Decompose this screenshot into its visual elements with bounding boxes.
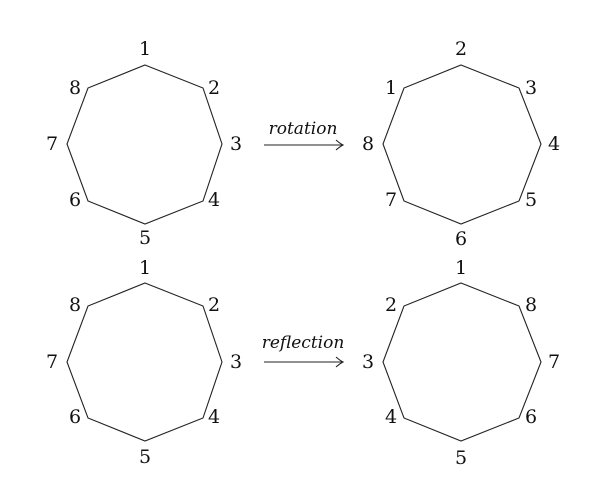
vertex-label: 5 [455, 447, 467, 469]
vertex-label: 6 [525, 406, 537, 428]
arrow [264, 356, 345, 368]
vertex-label: 8 [69, 294, 81, 316]
vertex-label: 5 [525, 189, 537, 211]
reflection-row: 1 2 3 4 5 6 7 8 reflection 1 8 7 6 5 4 3… [46, 257, 560, 469]
vertex-label: 1 [385, 77, 397, 99]
octagon-before-rotation [66, 64, 223, 225]
vertex-label: 8 [362, 133, 374, 155]
vertex-label: 2 [208, 294, 220, 316]
vertex-label: 7 [46, 351, 58, 373]
vertex-label: 3 [525, 77, 537, 99]
operation-label: reflection [262, 333, 345, 353]
rotation-row: 1 2 3 4 5 6 7 8 rotation 2 3 4 5 6 7 8 1 [46, 38, 560, 250]
vertex-label: 1 [139, 38, 151, 60]
vertex-label: 5 [139, 227, 151, 249]
vertex-label: 2 [208, 77, 220, 99]
vertex-label: 1 [455, 257, 467, 279]
octagon-before-reflection [66, 282, 223, 442]
vertex-label: 6 [455, 228, 467, 250]
octagon-after-reflection [382, 282, 542, 442]
vertex-label: 4 [208, 189, 220, 211]
vertex-label: 4 [385, 406, 397, 428]
vertex-label: 5 [139, 446, 151, 468]
operation-label: rotation [269, 119, 338, 139]
vertex-label: 3 [230, 351, 242, 373]
vertex-label: 2 [455, 38, 467, 60]
octagon-after-rotation [382, 64, 542, 225]
vertex-label: 2 [385, 294, 397, 316]
vertex-label: 7 [548, 351, 560, 373]
vertex-label: 3 [230, 133, 242, 155]
vertex-label: 3 [362, 351, 374, 373]
vertex-label: 7 [385, 189, 397, 211]
vertex-label: 7 [46, 133, 58, 155]
vertex-label: 4 [548, 133, 560, 155]
vertex-label: 6 [69, 189, 81, 211]
vertex-label: 4 [208, 406, 220, 428]
vertex-label: 6 [69, 406, 81, 428]
vertex-label: 1 [139, 257, 151, 279]
arrow [264, 139, 345, 151]
vertex-label: 8 [525, 294, 537, 316]
vertex-label: 8 [69, 77, 81, 99]
